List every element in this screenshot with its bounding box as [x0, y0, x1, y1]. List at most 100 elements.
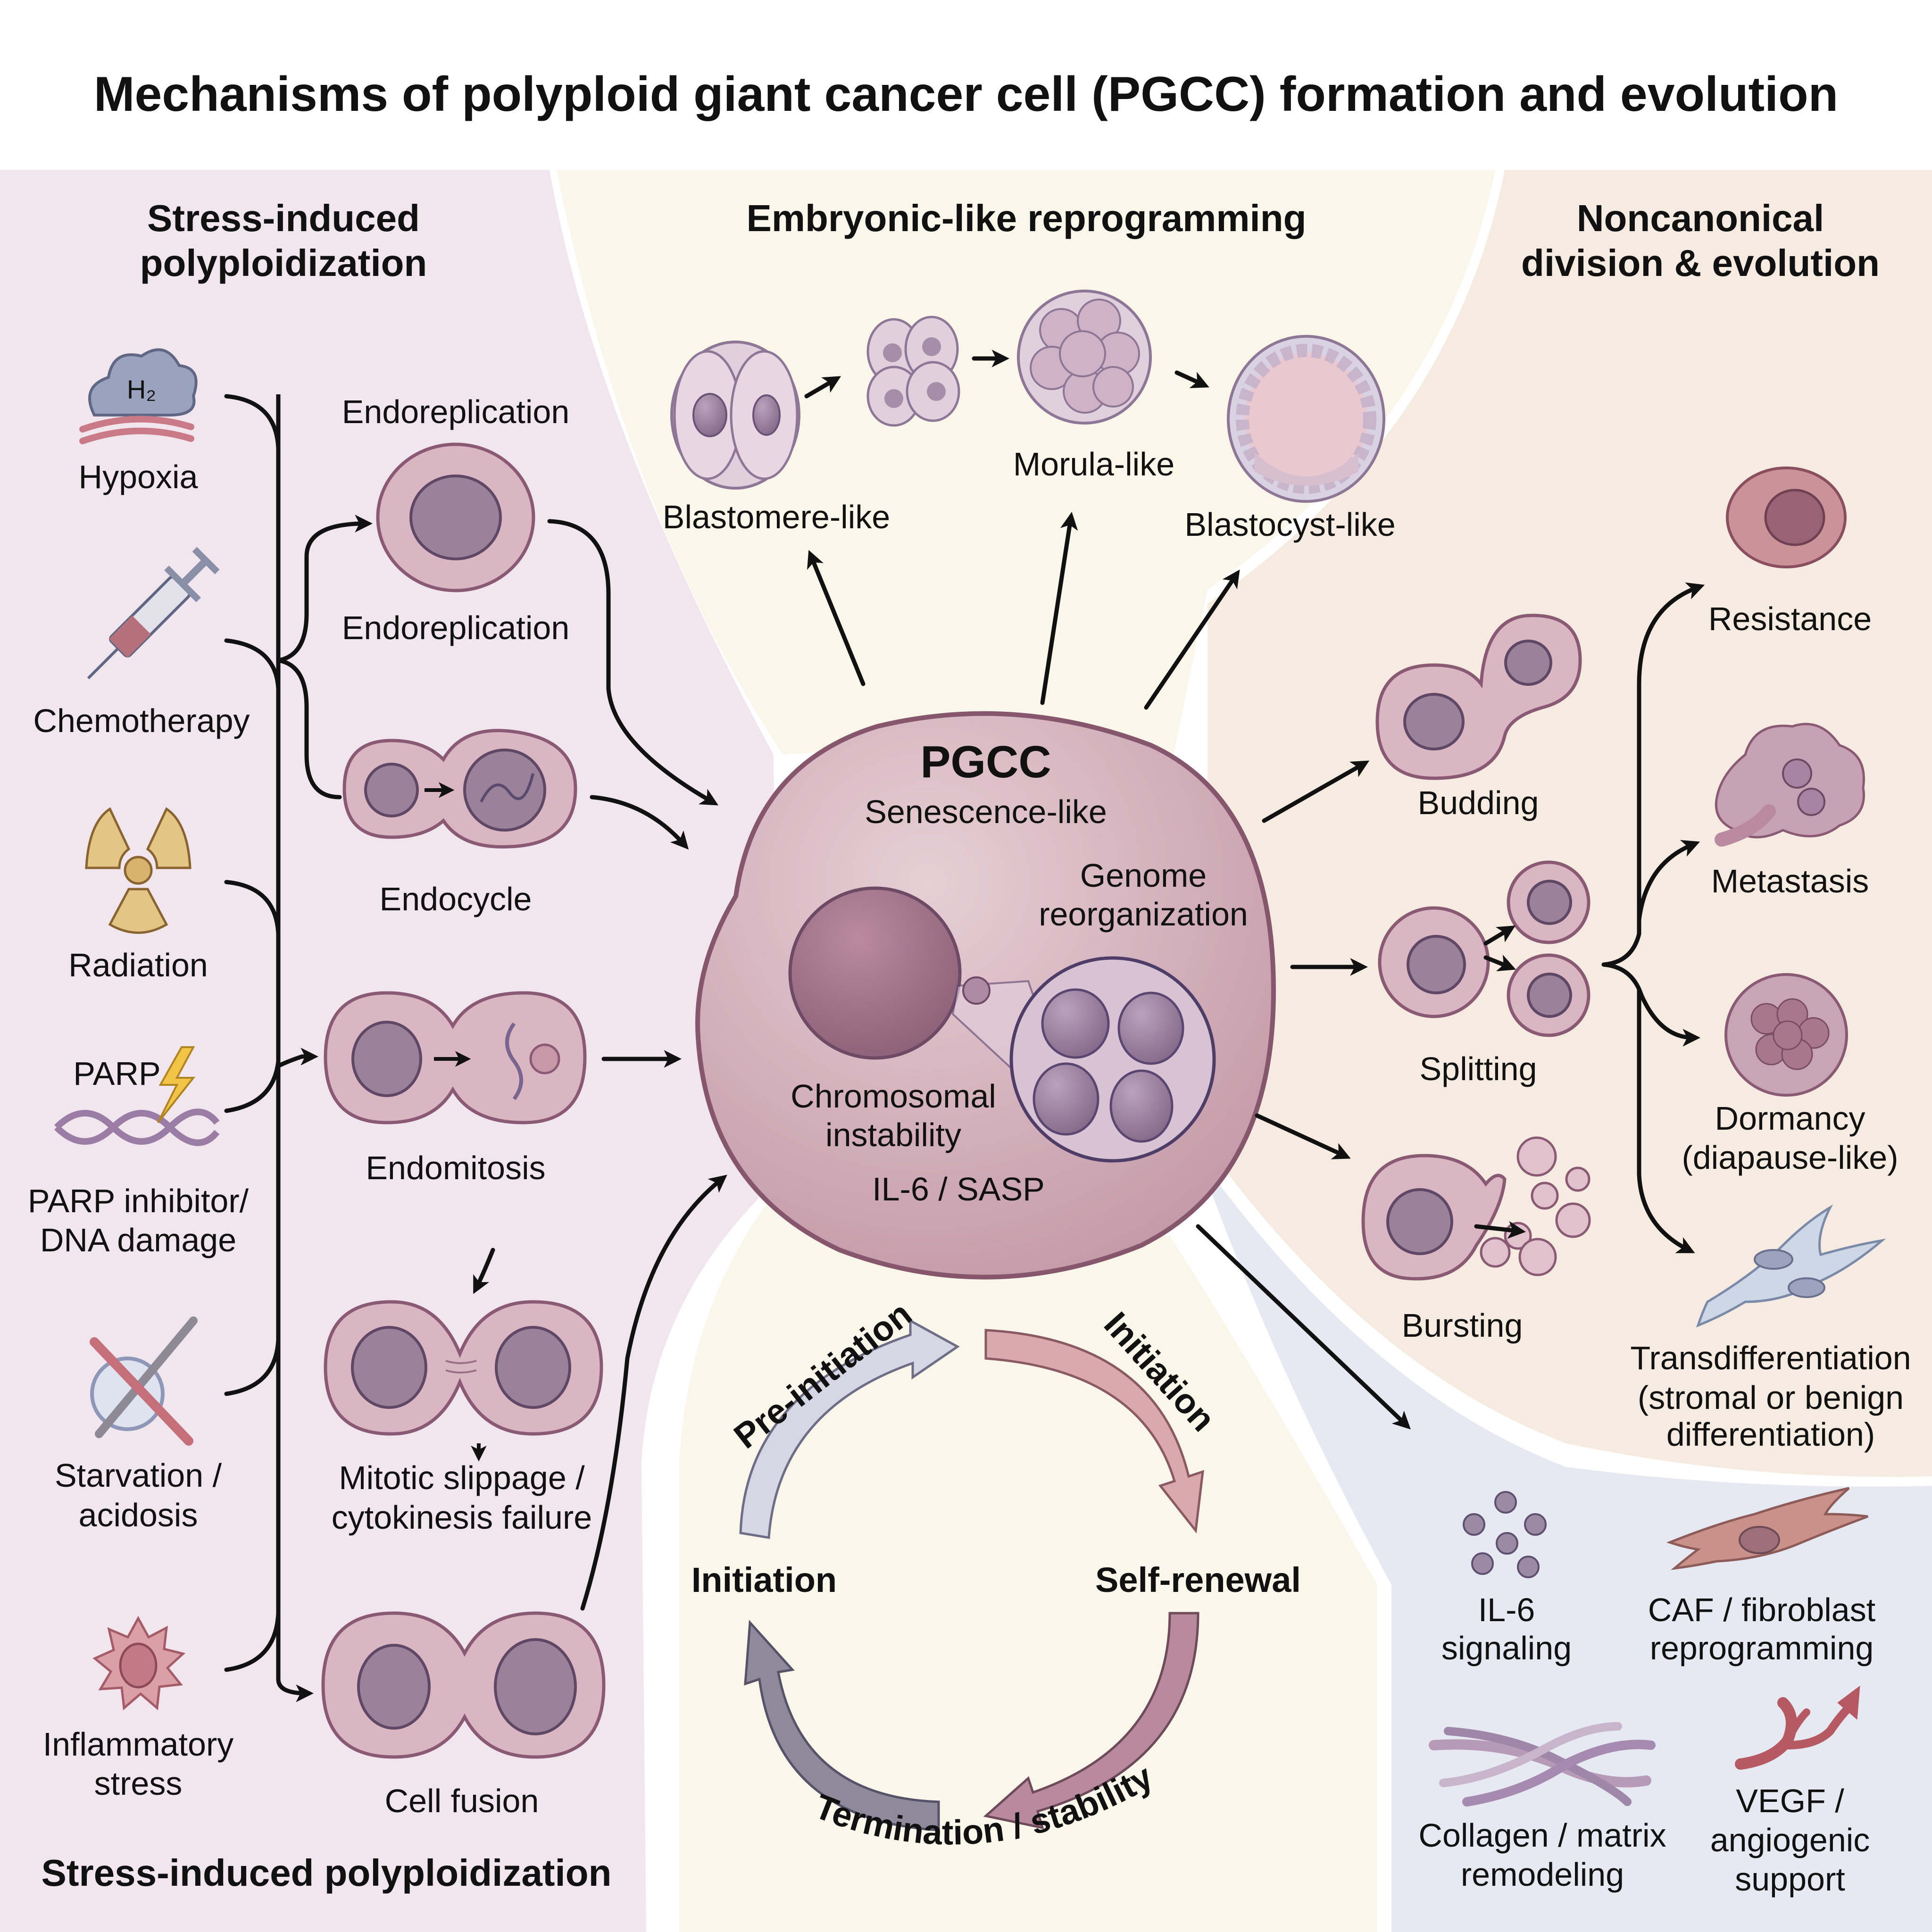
- stressor-connectors: [224, 394, 373, 1702]
- pgcc-to-embryo-arrows: [807, 512, 1240, 710]
- micro-label: CAF / fibroblast: [1648, 1591, 1875, 1628]
- page-title: Mechanisms of polyploid giant cancer cel…: [94, 67, 1838, 122]
- pgcc-nucleus: [788, 886, 962, 1060]
- mechanism-endoreplication: Endoreplication Endoreplication: [342, 393, 570, 646]
- mechanism-label-top: Endoreplication: [342, 393, 570, 430]
- stressor-starvation: Starvation / acidosis: [55, 1316, 222, 1533]
- left-panel-footer: Stress-induced polyploidization: [42, 1852, 612, 1894]
- no-food-icon: [90, 1316, 198, 1446]
- nucleus-icon: [351, 1021, 422, 1097]
- left-panel-header-line2: polyploidization: [140, 242, 427, 284]
- arrow-icon: [473, 1248, 495, 1294]
- stressor-label: Chemotherapy: [33, 702, 250, 739]
- right-panel-header: Noncanonical: [1577, 197, 1824, 239]
- dna-icon: [505, 1022, 523, 1100]
- mechanism-cell-fusion: Cell fusion: [321, 1611, 606, 1819]
- embryo-label: Blastomere-like: [663, 499, 890, 535]
- outcome-label: Metastasis: [1711, 863, 1869, 899]
- cycle-label-initiation: Initiation: [691, 1560, 837, 1599]
- outcome-metastasis: Metastasis: [1711, 723, 1869, 899]
- stressor-label: acidosis: [79, 1497, 198, 1533]
- left-panel-header: Stress-induced: [147, 197, 420, 239]
- stressor-label: PARP inhibitor/: [28, 1183, 249, 1219]
- pgcc-title: PGCC: [920, 737, 1051, 787]
- outcome-connectors: [1601, 582, 1705, 1253]
- stressor-hypoxia: H₂ Hypoxia: [79, 348, 198, 495]
- nucleus-icon: [364, 763, 419, 817]
- hypoxia-cloud-icon: H₂: [79, 348, 198, 444]
- embryo-morula: Morula-like: [1013, 290, 1174, 483]
- outcome-label: differentiation): [1666, 1416, 1875, 1453]
- micro-label: IL-6: [1478, 1591, 1535, 1628]
- mechanism-label: Endoreplication: [342, 609, 570, 646]
- mechanism-endomitosis: Endomitosis: [324, 991, 587, 1186]
- outcome-label: (diapause-like): [1682, 1139, 1898, 1176]
- outcome-transdifferentiation: Transdifferentiation (stromal or benign …: [1630, 1204, 1911, 1453]
- syringe-icon: [87, 547, 220, 680]
- radiation-icon: [85, 807, 192, 934]
- genome-label: reorganization: [1039, 896, 1248, 933]
- embryo-blastomere: Blastomere-like: [663, 341, 890, 535]
- outcome-label: Transdifferentiation: [1630, 1340, 1911, 1376]
- mechanism-to-pgcc-arrows: [547, 519, 727, 1611]
- parp-text: PARP: [73, 1055, 160, 1092]
- micro-label: reprogramming: [1650, 1630, 1874, 1666]
- magnified-nucleus: [1009, 956, 1216, 1163]
- cycle-arrow-pre-initiation: [739, 1318, 960, 1539]
- mechanism-label: cytokinesis failure: [332, 1499, 592, 1536]
- stressor-chemotherapy: Chemotherapy: [33, 547, 250, 739]
- nucleus-icon: [351, 1326, 427, 1409]
- pgcc-cell: PGCC Senescence-like Genome reorganizati…: [695, 711, 1276, 1280]
- mechanism-mitotic-slippage: Mitotic slippage / cytokinesis failure: [324, 1248, 603, 1536]
- nucleus-icon: [494, 1638, 577, 1735]
- outcome-resistance: Resistance: [1708, 466, 1872, 637]
- pgcc-to-division-arrows: [1196, 760, 1411, 1430]
- nucleus-icon: [409, 475, 502, 560]
- outcome-label: (stromal or benign: [1638, 1379, 1904, 1416]
- micro-label: support: [1735, 1861, 1845, 1898]
- secretion-label: IL-6 / SASP: [872, 1171, 1045, 1208]
- blood-vessel-icon: [1735, 1685, 1860, 1770]
- nucleus-icon: [357, 1644, 431, 1730]
- division-splitting: Splitting: [1378, 860, 1591, 1087]
- arrow-icon: [804, 376, 841, 399]
- mechanism-label: Endocycle: [380, 881, 532, 917]
- dna-lightning-icon: [54, 1046, 220, 1146]
- embryo-label: Blastocyst-like: [1184, 506, 1395, 543]
- mechanism-label: Endomitosis: [366, 1149, 545, 1186]
- chromosomal-label: Chromosomal: [791, 1078, 996, 1115]
- micro-label: signaling: [1441, 1630, 1572, 1666]
- panel-embryonic: [557, 170, 1495, 774]
- division-bursting: Bursting: [1361, 1136, 1591, 1344]
- stressor-label: Radiation: [68, 947, 208, 983]
- division-budding: Budding: [1375, 614, 1582, 821]
- panel-microenvironment: [1198, 1156, 1932, 1932]
- chromosomal-label: instability: [825, 1116, 961, 1153]
- nucleus-icon: [463, 749, 546, 832]
- stressor-inflammatory: Inflammatory stress: [43, 1616, 233, 1802]
- mechanism-label: Mitotic slippage /: [339, 1459, 585, 1496]
- cycle-arrow-initiation: [984, 1329, 1204, 1534]
- outcome-dormancy: Dormancy (diapause-like): [1682, 973, 1899, 1176]
- stressor-parp: PARP PARP inhibitor/ DNA damage: [28, 1046, 249, 1258]
- arrow-icon: [1174, 370, 1209, 388]
- micro-il6: IL-6 signaling: [1441, 1491, 1572, 1666]
- cycle-label-self-renewal: Self-renewal: [1095, 1560, 1301, 1599]
- stressor-label: Starvation /: [55, 1457, 222, 1494]
- micro-label: remodeling: [1461, 1856, 1624, 1893]
- pgcc-subtitle: Senescence-like: [865, 793, 1107, 830]
- embryo-four-cell: [866, 316, 960, 427]
- micro-label: Collagen / matrix: [1418, 1817, 1666, 1854]
- stressor-radiation: Radiation: [68, 807, 208, 983]
- cycle-arrow-termination: [744, 1619, 940, 1832]
- stressor-label: Hypoxia: [79, 458, 198, 495]
- il6-dots-icon: [1463, 1491, 1547, 1578]
- genome-label: Genome: [1080, 857, 1207, 894]
- svg-text:H₂: H₂: [127, 375, 156, 404]
- dna-icon: [480, 773, 534, 803]
- micro-caf: CAF / fibroblast reprogramming: [1648, 1487, 1875, 1666]
- division-label: Budding: [1418, 784, 1539, 821]
- mechanism-label: Cell fusion: [385, 1782, 539, 1819]
- inflammatory-cell-icon: [92, 1616, 186, 1710]
